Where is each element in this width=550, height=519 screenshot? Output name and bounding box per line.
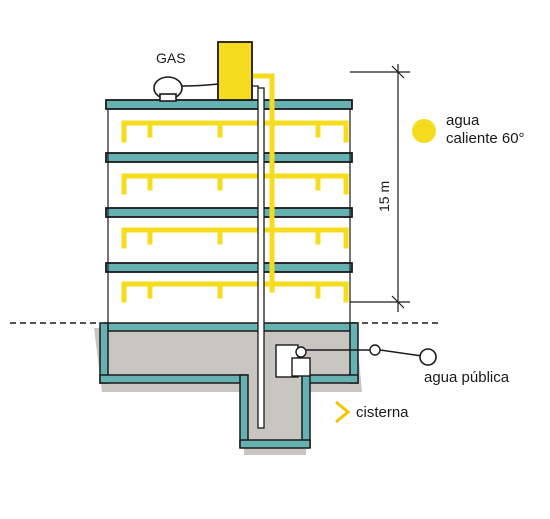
- hot-water-label-line2: caliente 60°: [446, 130, 525, 147]
- gas-tank: [153, 76, 219, 102]
- hot-water-pipes: [121, 73, 349, 303]
- basement-walls: [99, 322, 359, 449]
- height-label: 15 m: [376, 181, 392, 212]
- ground-foundation: [94, 328, 362, 455]
- pump-equipment: [275, 344, 423, 378]
- slab-floor-3: [105, 152, 353, 163]
- gas-label: GAS: [156, 50, 186, 66]
- public-water-label: agua pública: [424, 369, 510, 386]
- water-meter: [419, 348, 437, 366]
- hot-water-label-line1: agua: [446, 112, 480, 129]
- building-outline: [107, 109, 351, 323]
- height-dimension: [350, 64, 410, 312]
- slab-floor-2: [105, 207, 353, 218]
- roof-slab: [105, 99, 353, 110]
- cistern-label: cisterna: [356, 404, 409, 421]
- cistern-arrow: [335, 400, 351, 424]
- water-heater-tank: [217, 41, 253, 101]
- floor-slabs: [105, 99, 353, 273]
- slab-floor-1: [105, 262, 353, 273]
- hot-water-legend-dot: [412, 119, 436, 143]
